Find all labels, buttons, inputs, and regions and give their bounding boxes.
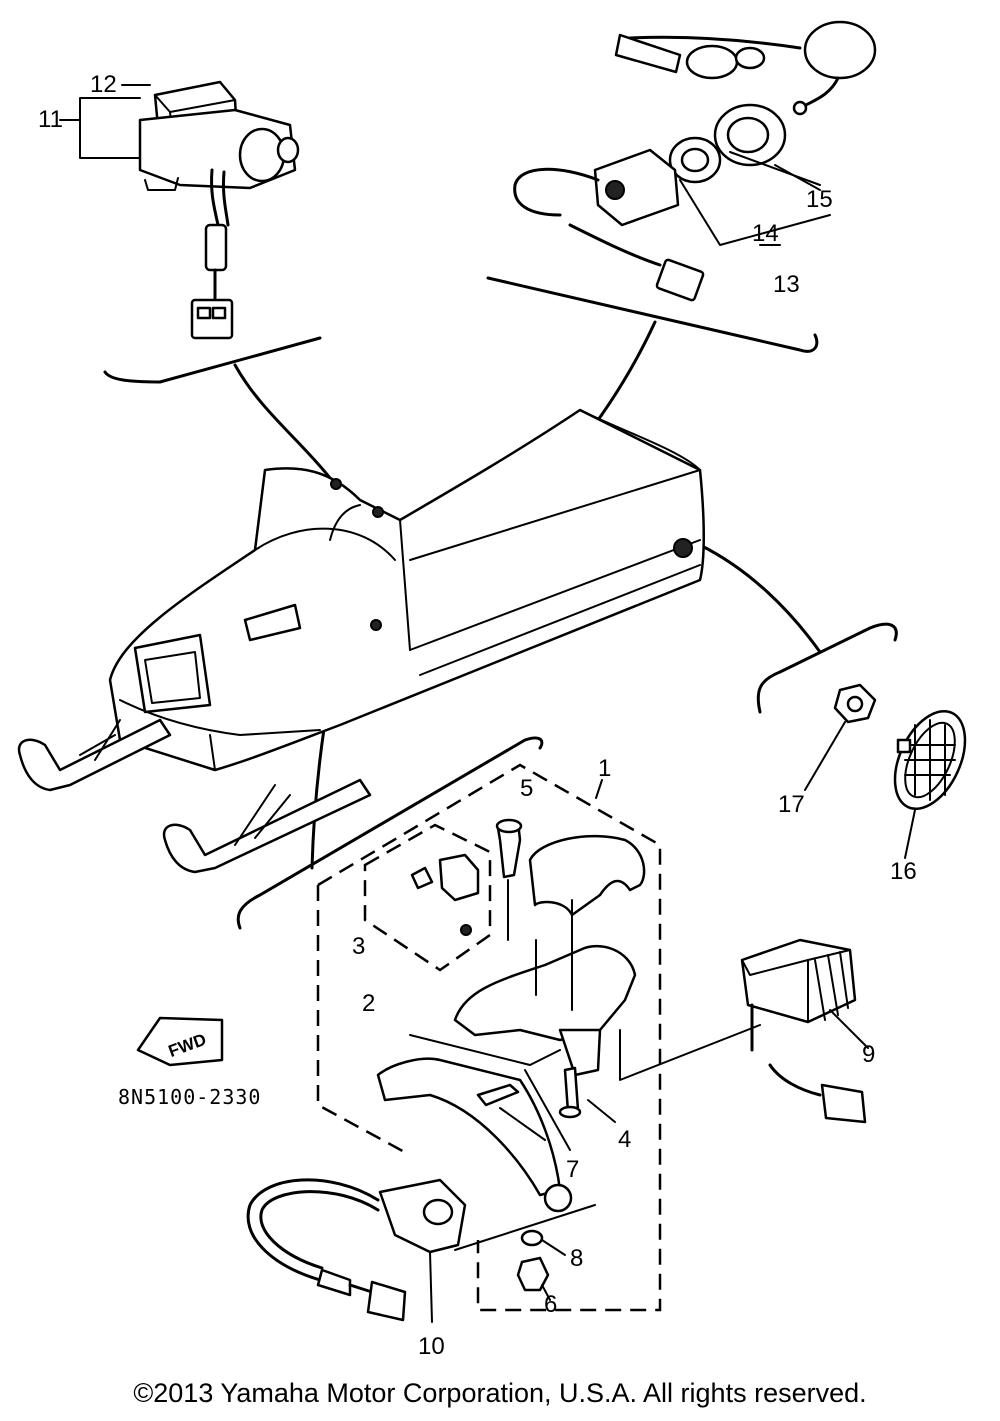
- callout-1: 1: [598, 755, 612, 782]
- callout-12: 12: [90, 71, 117, 98]
- callout-9: 9: [862, 1041, 876, 1068]
- fwd-arrow: FWD: [136, 1016, 224, 1067]
- main-switch-assembly: [513, 20, 877, 302]
- callout-11: 11: [38, 106, 63, 133]
- callout-6: 6: [544, 1291, 558, 1318]
- relay-leader: [233, 363, 332, 480]
- callout-13: 13: [773, 271, 800, 298]
- callout-16: 16: [890, 858, 917, 885]
- switch-bracket: [486, 276, 819, 353]
- callout-7: 7: [566, 1156, 580, 1183]
- relay-bracket: [103, 336, 322, 384]
- callout-2: 2: [362, 990, 376, 1017]
- nut-washer: [516, 1229, 566, 1301]
- stop-switch: [740, 938, 869, 1124]
- snowmobile-body: [17, 408, 705, 874]
- callout-4: 4: [618, 1126, 632, 1153]
- taillight-parts: [804, 683, 967, 859]
- callout-14: 14: [752, 220, 779, 247]
- lever-assembly-outline: [316, 763, 662, 1312]
- relay-assembly: [59, 80, 300, 340]
- callout-17: 17: [778, 791, 805, 818]
- callout-15: 15: [806, 186, 833, 213]
- copyright-footer: ©2013 Yamaha Motor Corporation, U.S.A. A…: [133, 1378, 867, 1408]
- lever-bracket: [236, 736, 544, 930]
- brake-lever-parts: [376, 818, 761, 1251]
- callout-8: 8: [570, 1245, 584, 1272]
- part-code: 8N5100-2330: [118, 1085, 262, 1109]
- brake-switch: [246, 1178, 467, 1323]
- callout-10: 10: [418, 1333, 445, 1360]
- taillight-bracket: [756, 622, 898, 714]
- callout-5: 5: [520, 775, 534, 802]
- taillight-leader: [698, 543, 822, 654]
- callout-3: 3: [352, 933, 366, 960]
